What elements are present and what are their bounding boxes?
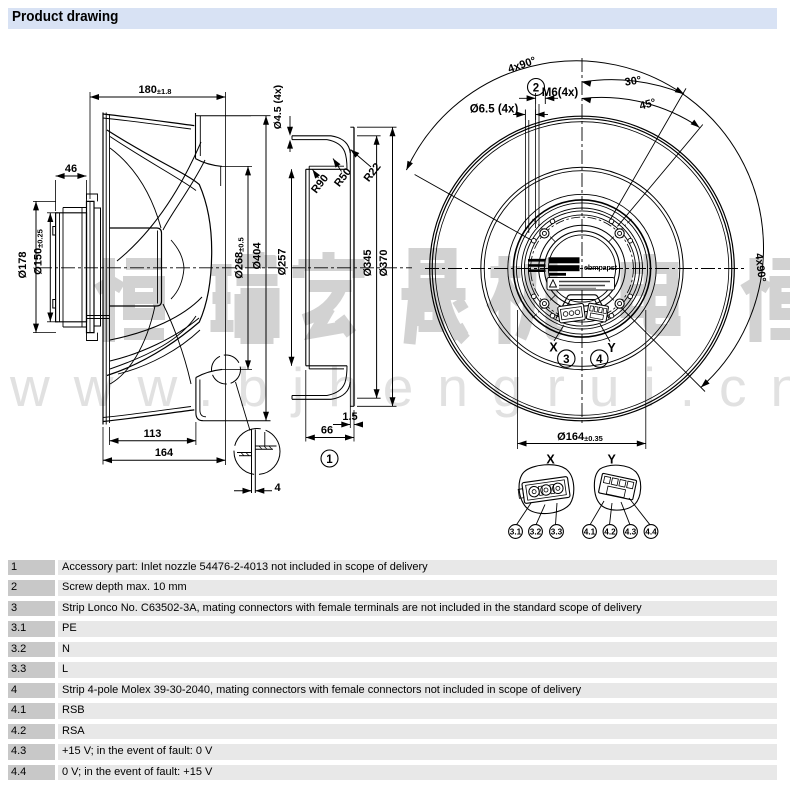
svg-text:4: 4 (596, 354, 603, 366)
svg-text:Ø345: Ø345 (362, 250, 374, 277)
svg-text:4x90°: 4x90° (752, 253, 767, 283)
svg-text:ebmpapst: ebmpapst (584, 263, 618, 272)
svg-text:113: 113 (144, 428, 162, 440)
svg-text:Ø268±0.5: Ø268±0.5 (234, 237, 246, 278)
svg-text:3: 3 (563, 354, 569, 366)
svg-text:2: 2 (533, 82, 539, 94)
svg-text:Ø164±0.35: Ø164±0.35 (557, 431, 603, 443)
svg-text:4.2: 4.2 (604, 528, 616, 537)
svg-text:4.1: 4.1 (584, 528, 596, 537)
svg-text:Ø6.5 (4x): Ø6.5 (4x) (470, 104, 519, 116)
svg-text:X: X (546, 453, 555, 467)
svg-text:4.3: 4.3 (625, 528, 637, 537)
svg-text:Ø4.5 (4x): Ø4.5 (4x) (272, 85, 284, 129)
svg-text:M6(4x): M6(4x) (542, 87, 579, 99)
svg-text:4: 4 (274, 482, 281, 494)
svg-text:164: 164 (155, 447, 174, 459)
svg-text:1: 1 (326, 454, 333, 466)
svg-text:www.bjhengrui.cn: www.bjhengrui.cn (9, 356, 790, 418)
svg-text:Ø257: Ø257 (277, 249, 289, 276)
svg-text:3.1: 3.1 (510, 528, 522, 537)
svg-text:3.3: 3.3 (551, 528, 563, 537)
svg-text:45°: 45° (638, 97, 657, 113)
svg-text:4.4: 4.4 (645, 528, 657, 537)
svg-text:3.2: 3.2 (530, 528, 542, 537)
svg-text:1.5: 1.5 (342, 411, 357, 423)
svg-text:R22: R22 (362, 161, 384, 184)
svg-text:Y: Y (607, 341, 616, 355)
svg-text:Y: Y (608, 453, 617, 467)
svg-text:Ø150±0.25: Ø150±0.25 (33, 229, 45, 275)
svg-text:R90: R90 (309, 173, 331, 196)
svg-text:180±1.8: 180±1.8 (139, 84, 172, 96)
svg-text:Ø178: Ø178 (17, 252, 29, 279)
svg-text:30°: 30° (624, 74, 642, 88)
svg-text:46: 46 (65, 163, 77, 175)
svg-text:4x90°: 4x90° (506, 55, 537, 76)
svg-text:Ø370: Ø370 (378, 250, 390, 277)
svg-text:X: X (549, 341, 558, 355)
svg-text:66: 66 (321, 425, 333, 437)
svg-text:Ø404: Ø404 (252, 242, 264, 270)
